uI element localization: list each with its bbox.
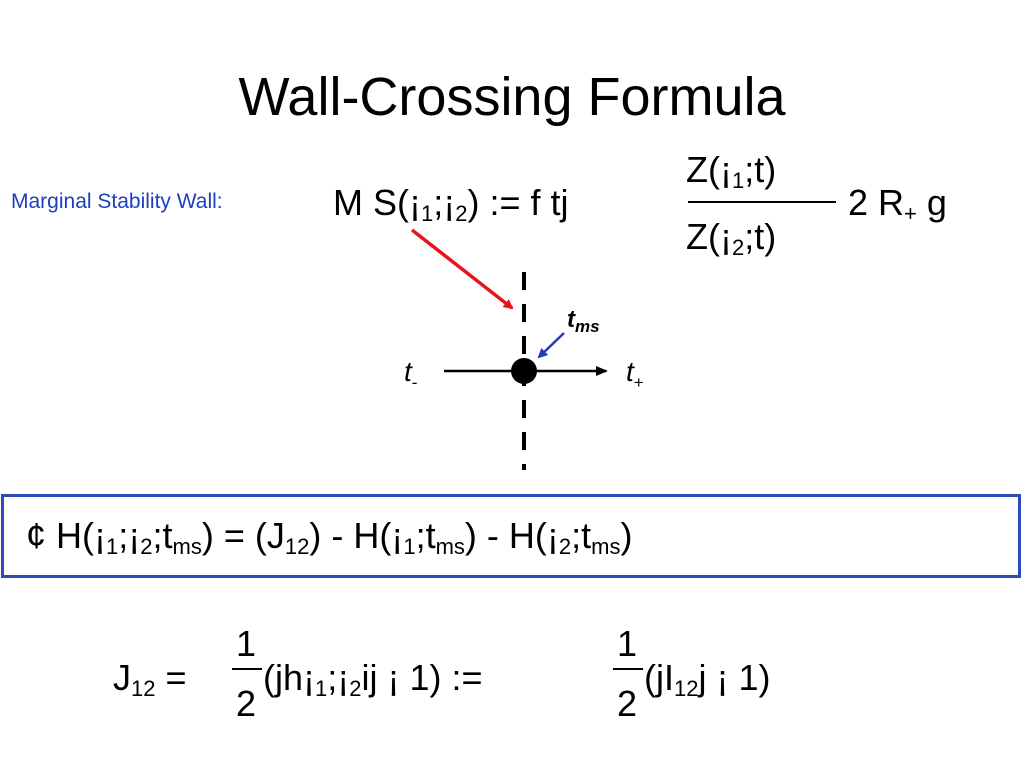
half-fraction-bar-1	[232, 668, 262, 670]
half-numerator-1: 1	[236, 623, 257, 664]
t-plus-label: t+	[626, 356, 644, 392]
half-denominator-2: 2	[617, 683, 638, 724]
red-pointer-arrow	[410, 228, 514, 310]
j12-rhs: (jI12j ¡ 1)	[644, 657, 771, 701]
j12-lhs: J12 =	[113, 657, 187, 701]
half-fraction-bar-2	[613, 668, 643, 670]
t-minus-label: t-	[404, 356, 418, 392]
j12-middle: (jh¡1;¡2ij ¡ 1) :=	[263, 657, 483, 701]
crossing-point	[511, 358, 537, 384]
ms-wall-lhs: M S(¡1;¡2) := f tj	[333, 182, 569, 226]
marginal-stability-label: Marginal Stability Wall:	[11, 190, 223, 213]
ratio-denominator: Z(¡2;t)	[686, 216, 777, 260]
blue-pointer-arrow	[537, 332, 565, 359]
wall-crossing-equation: ¢ H(¡1;¡2;tms) = (J12) - H(¡1;tms) - H(¡…	[26, 515, 633, 559]
ratio-numerator: Z(¡1;t)	[686, 149, 777, 193]
ms-wall-rhs: 2 R+ g	[848, 182, 947, 226]
wall-crossing-equation-box	[1, 494, 1021, 578]
slide-title: Wall-Crossing Formula	[238, 67, 786, 127]
half-denominator-1: 2	[236, 683, 257, 724]
ratio-fraction-bar	[688, 201, 836, 203]
half-numerator-2: 1	[617, 623, 638, 664]
t-ms-label: tms	[567, 306, 600, 336]
